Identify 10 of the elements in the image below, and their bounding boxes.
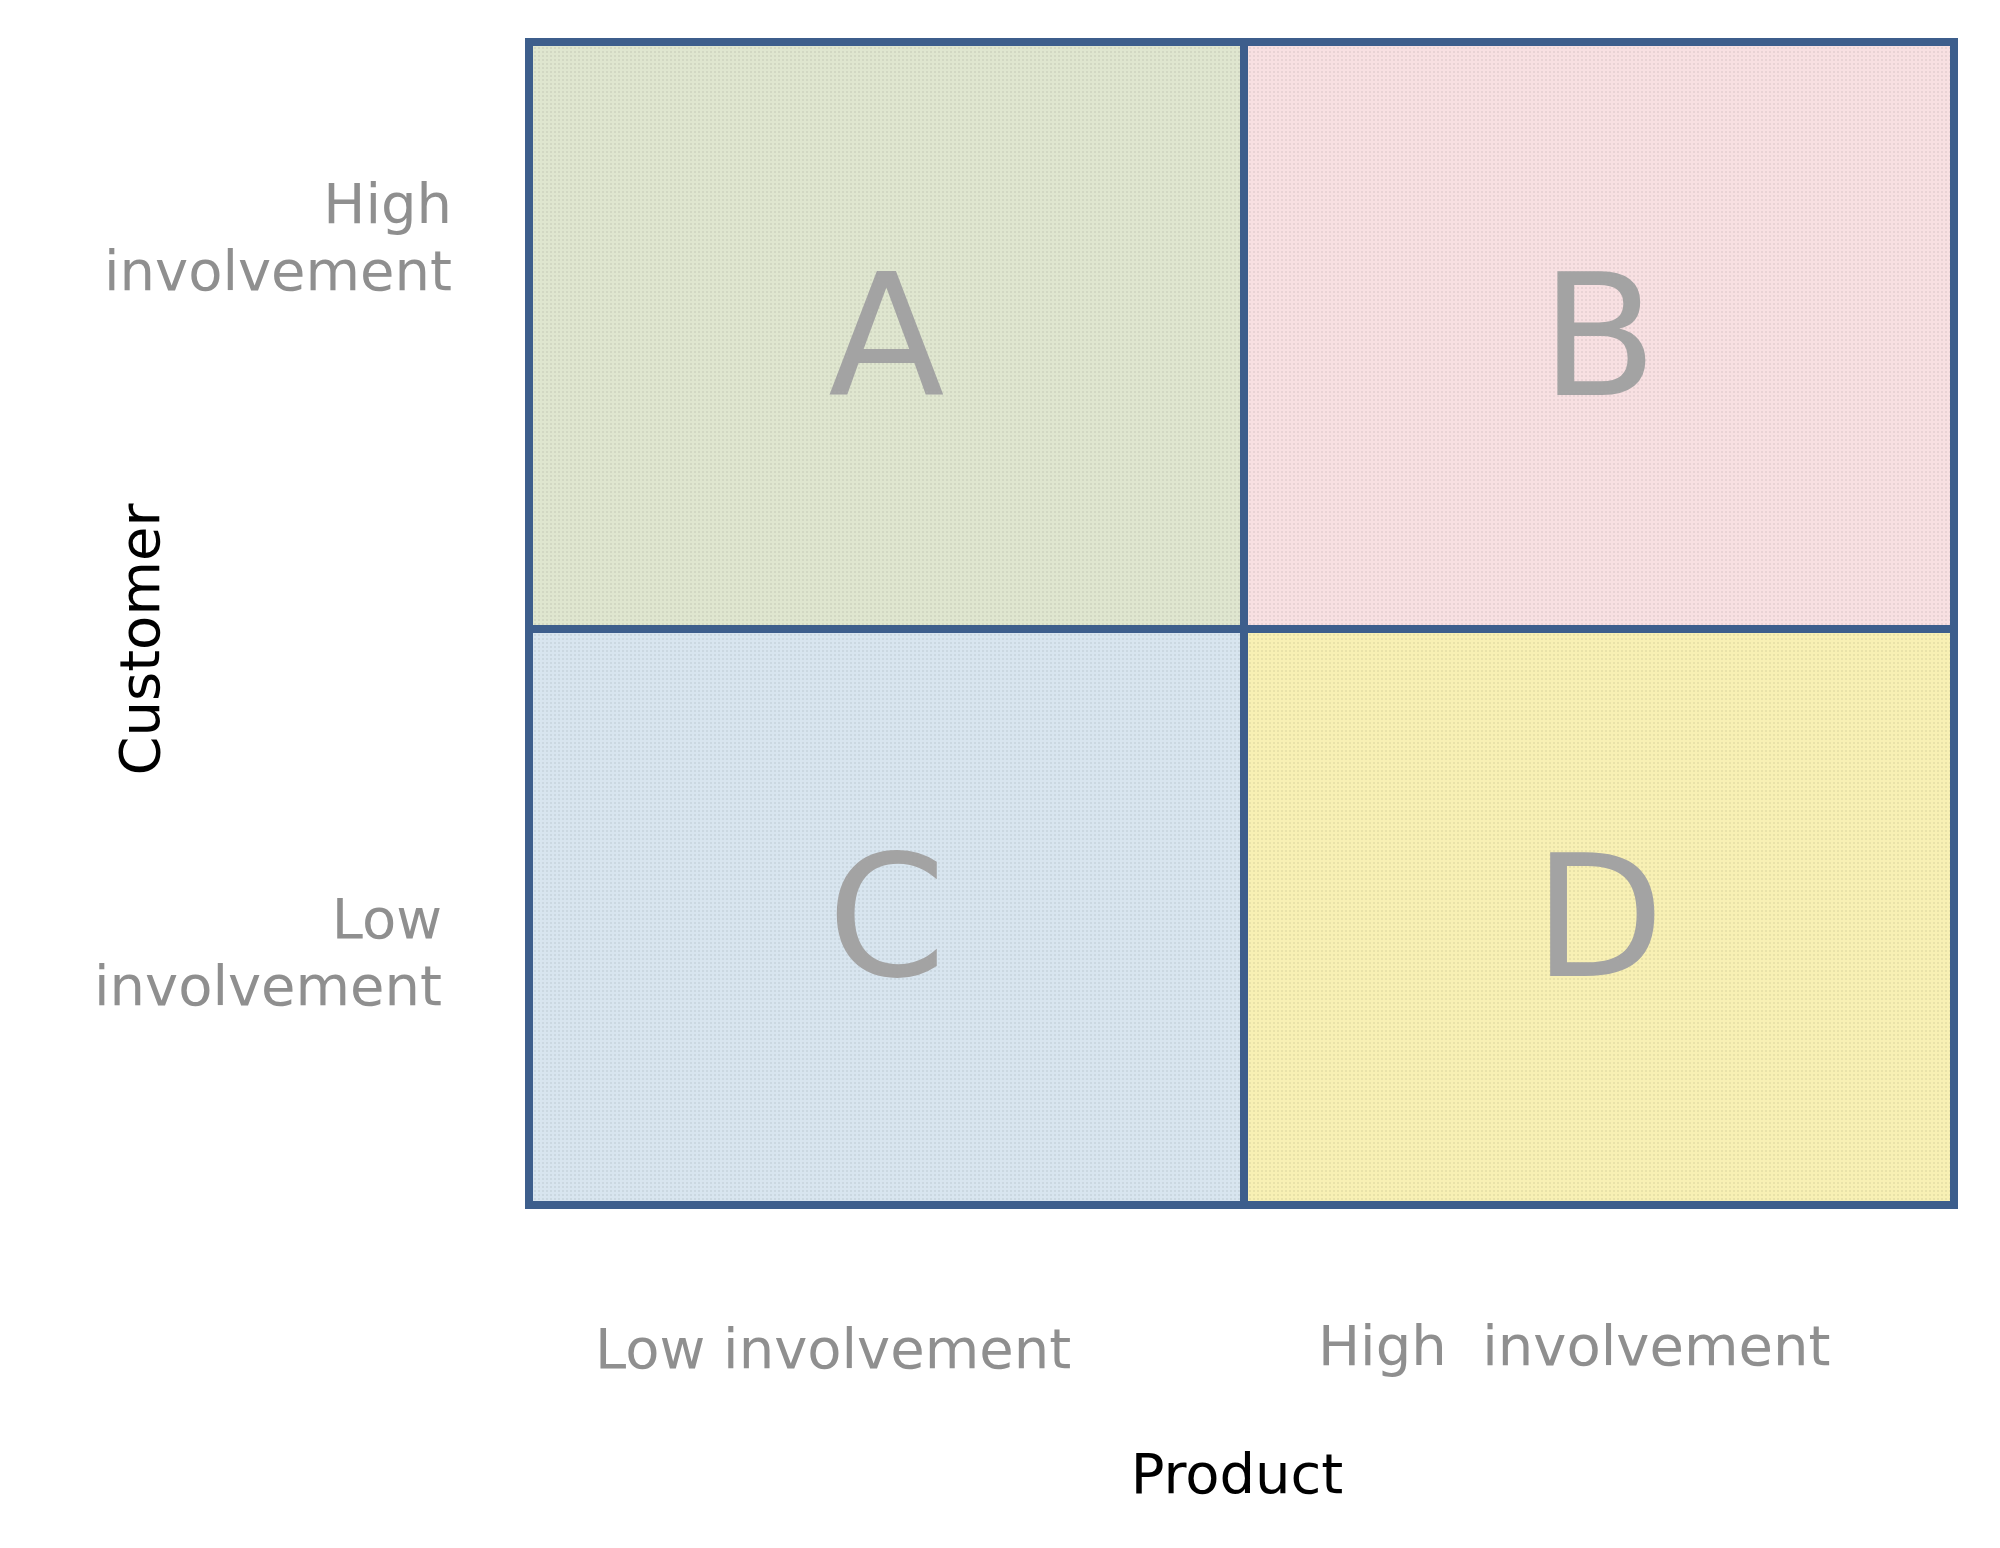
axis-label: Low involvement (92, 885, 442, 1020)
axis-label: High involvement (1318, 1312, 1832, 1380)
quadrant-letter: A (828, 250, 945, 421)
quadrant-letter: B (1540, 250, 1658, 421)
axis-title: Product (1129, 1440, 1345, 1508)
axis-title: Customer (106, 502, 174, 778)
quadrant-letter: D (1533, 832, 1665, 1002)
quadrant-letter: C (827, 832, 946, 1002)
axis-label: High involvement (102, 170, 452, 305)
axis-label: Low involvement (595, 1315, 1073, 1383)
